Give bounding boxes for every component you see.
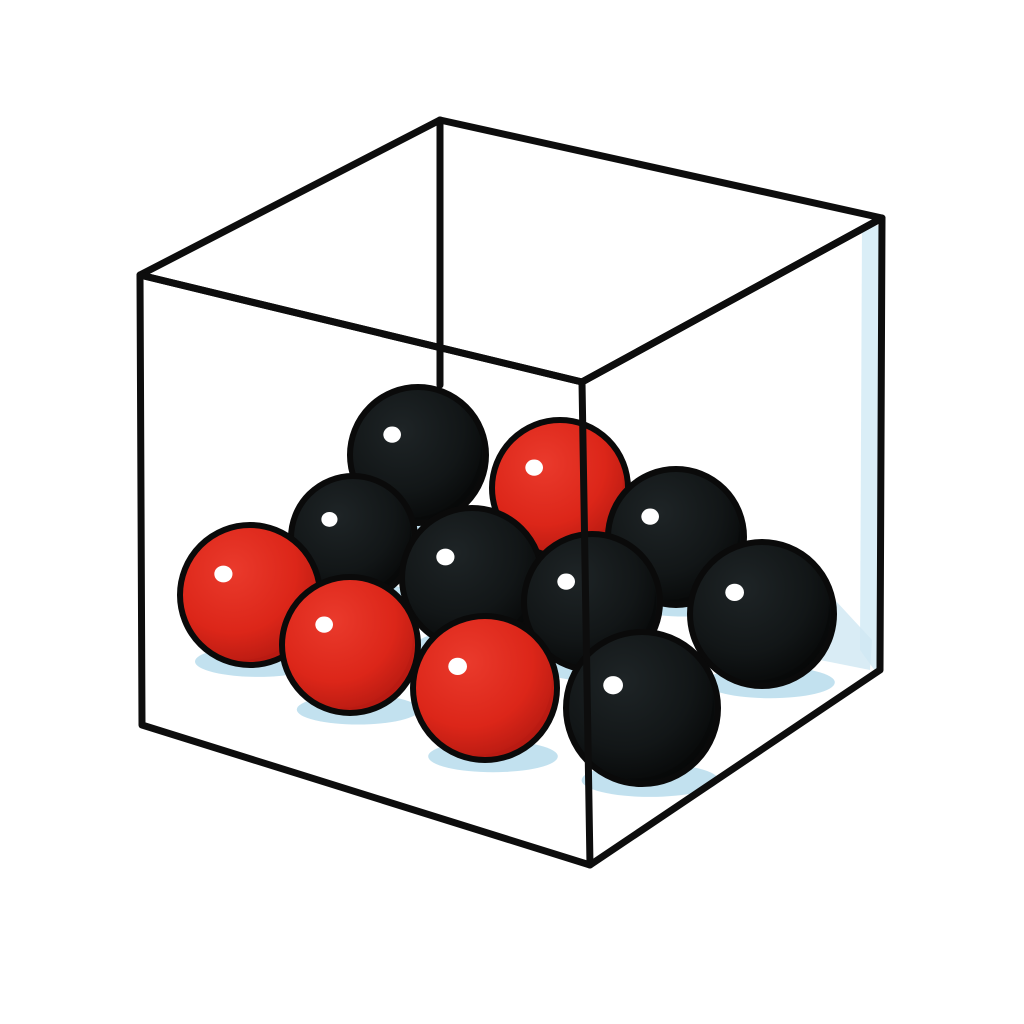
cube-right-face: [578, 214, 886, 869]
ball-highlight: [383, 426, 401, 443]
ball-shade: [337, 632, 415, 710]
glass-tint-right-face: [860, 225, 880, 675]
ball-highlight: [725, 583, 744, 602]
ball-shade: [341, 526, 412, 597]
ball-highlight: [315, 616, 333, 633]
cube-front-edges: [136, 116, 886, 869]
ball-shade: [627, 693, 715, 781]
balls-group: [177, 384, 837, 787]
ball-body: [563, 629, 721, 787]
ball-shade: [748, 600, 831, 683]
black-ball: [563, 629, 721, 787]
ball-highlight: [214, 565, 233, 583]
red-ball: [279, 574, 421, 716]
ball-body: [279, 574, 421, 716]
ball-highlight: [525, 459, 543, 476]
ball-highlight: [448, 657, 468, 676]
ball-body: [410, 613, 560, 763]
ball-highlight: [321, 511, 338, 527]
ball-highlight: [557, 573, 575, 590]
cube-top-face: [136, 116, 886, 386]
ball-highlight: [641, 508, 659, 525]
ball-highlight: [603, 676, 623, 695]
ball-shade: [471, 674, 554, 757]
black-ball: [687, 539, 837, 689]
ball-body: [687, 539, 837, 689]
ball-shade: [405, 442, 483, 520]
red-ball: [410, 613, 560, 763]
ball-highlight: [436, 548, 455, 566]
